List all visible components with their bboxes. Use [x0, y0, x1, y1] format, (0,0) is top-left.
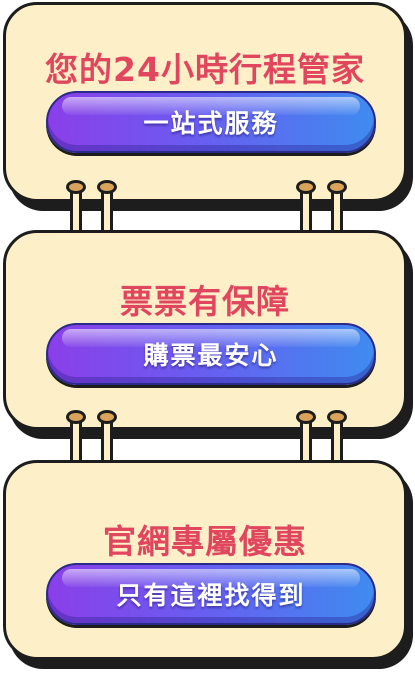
service-button[interactable]: 一站式服務 — [46, 91, 376, 153]
feature-card-3: 官網專屬優惠 只有這裡找得到 — [3, 460, 407, 660]
ticket-button[interactable]: 購票最安心 — [46, 323, 376, 385]
feature-card-1: 您的24小時行程管家 一站式服務 — [3, 2, 407, 202]
button-label: 一站式服務 — [143, 109, 279, 138]
card-title: 票票有保障 — [120, 282, 290, 321]
offer-button[interactable]: 只有這裡找得到 — [46, 563, 376, 625]
card-title: 您的24小時行程管家 — [45, 50, 365, 89]
feature-card-2: 票票有保障 購票最安心 — [3, 230, 407, 430]
card-title: 官網專屬優惠 — [103, 522, 307, 561]
button-label: 購票最安心 — [143, 341, 279, 370]
button-label: 只有這裡找得到 — [116, 581, 306, 610]
